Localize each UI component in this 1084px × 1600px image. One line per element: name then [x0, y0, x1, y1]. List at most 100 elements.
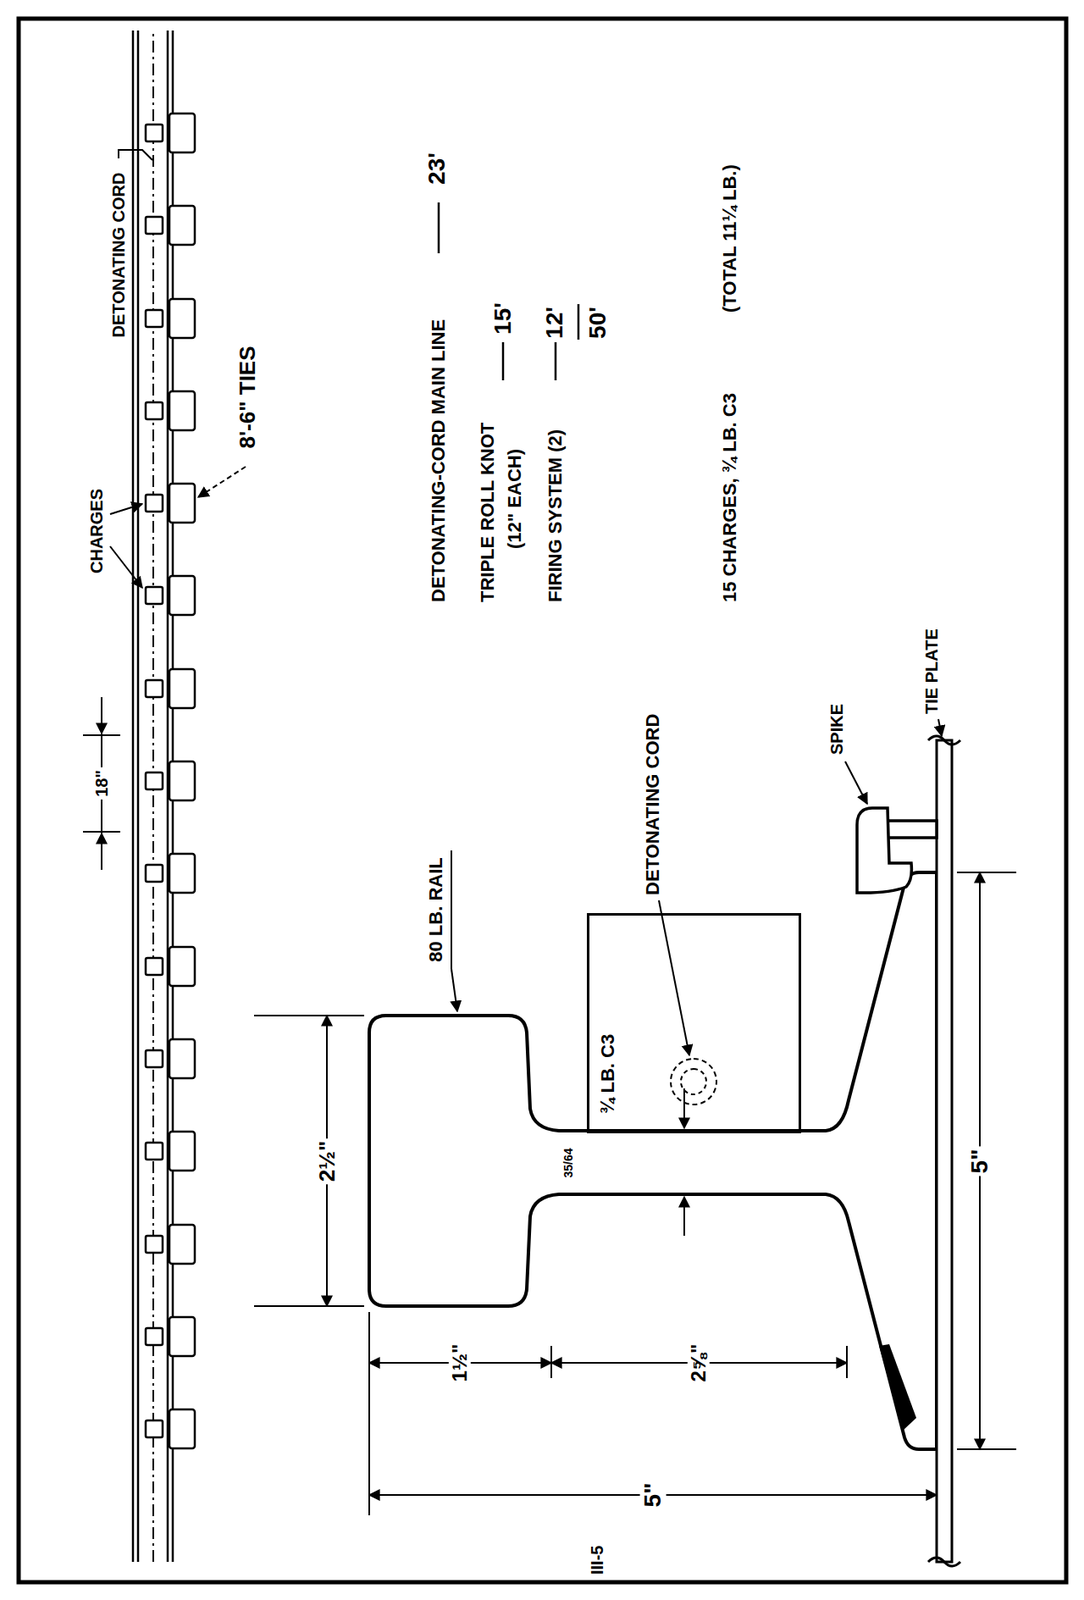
page-frame	[18, 18, 1067, 1582]
cord-section	[670, 1058, 717, 1105]
track-leaders-part	[110, 546, 143, 588]
ties-part	[169, 1131, 195, 1171]
charge-summary: 15 CHARGES, ¾ LB. C3	[719, 392, 741, 603]
section-leaders-part	[938, 718, 942, 736]
charge-label: ¾ LB. C3	[597, 1034, 619, 1114]
track-charges-part	[145, 1050, 163, 1068]
ties-label: 8'-6" TIES	[235, 345, 260, 448]
ties-part	[169, 1224, 195, 1264]
page-frame-part	[18, 18, 1067, 1582]
table-rules	[438, 202, 579, 381]
tie-plate	[928, 735, 961, 1566]
web-thickness-label: 35/64	[562, 1144, 576, 1180]
dimension-lines	[254, 872, 1017, 1516]
table-rules-part	[554, 342, 558, 381]
track-leaders	[110, 149, 246, 588]
track-charges-part	[145, 1420, 163, 1438]
ties	[169, 113, 195, 1449]
table-item: TRIPLE ROLL KNOT	[477, 422, 498, 603]
charge-block: ¾ LB. C3	[586, 912, 802, 1134]
table-rules-part	[437, 202, 441, 254]
tie-plate-part	[928, 735, 961, 745]
track-plan-part	[132, 30, 135, 1562]
track-charges-part	[145, 216, 163, 234]
rail-section-part	[369, 872, 937, 1450]
dimension-label: 5"	[967, 1146, 994, 1177]
section-leaders-part	[658, 900, 690, 1056]
section-leaders-part	[845, 761, 868, 804]
track-plan-part	[137, 30, 140, 1562]
track-charges-part	[145, 957, 163, 975]
table-rules-part	[577, 304, 581, 340]
tie-plate-label: TIE PLATE	[922, 628, 941, 714]
section-leaders-part	[451, 968, 458, 1012]
table-item-note: (12" EACH)	[504, 448, 526, 549]
dimension-label: 2⅝"	[687, 1341, 710, 1385]
rail-smudge-part	[879, 1343, 917, 1431]
track-leaders-part	[198, 466, 246, 498]
table-value: 15'	[490, 302, 517, 335]
dimension-label: 5"	[640, 1480, 667, 1510]
charge-total: (TOTAL 11¼ LB.)	[719, 164, 741, 313]
ties-part	[169, 1409, 195, 1449]
track-charges-part	[145, 124, 163, 142]
track-charges-part	[145, 1327, 163, 1345]
table-total: 50'	[585, 306, 612, 339]
dimension-lines-part	[683, 1196, 686, 1236]
dimension-lines-part	[254, 1305, 365, 1307]
tie-plate-part	[928, 1557, 961, 1566]
dimension-label: 1½"	[448, 1341, 471, 1385]
dimension-label: 2½"	[315, 1138, 340, 1184]
tie-plate-part	[936, 740, 952, 1562]
section-leaders	[451, 718, 942, 1056]
spike	[857, 807, 937, 893]
table-rules-part	[502, 342, 505, 381]
track-leaders-part	[118, 149, 153, 161]
cord-label: DETONATING CORD	[109, 172, 128, 338]
table-item: FIRING SYSTEM (2)	[545, 429, 566, 603]
ties-part	[169, 205, 195, 245]
page-number: III-5	[587, 1545, 607, 1575]
track-charges-part	[145, 402, 163, 420]
track-charges-part	[145, 680, 163, 697]
track-charges-part	[145, 864, 163, 882]
cord-section-part	[670, 1058, 717, 1105]
dimension-lines-part	[368, 1311, 371, 1516]
dimension-lines-part	[956, 1448, 1017, 1450]
track-charges-part	[145, 1142, 163, 1160]
spike-label: SPIKE	[827, 703, 847, 755]
dimension-lines-part	[254, 1014, 365, 1017]
ties-part	[169, 298, 195, 338]
spacing-dimension-label: 18"	[92, 767, 111, 800]
dimension-lines-part	[935, 1451, 938, 1516]
table-item: DETONATING-CORD MAIN LINE	[428, 319, 449, 603]
dimension-lines-part	[683, 1088, 686, 1129]
track-charges-part	[145, 309, 163, 327]
ties-part	[169, 483, 195, 523]
ties-part	[169, 853, 195, 893]
spacing-dimension-part	[100, 833, 103, 870]
charges-label: CHARGES	[87, 488, 106, 574]
rail-section	[369, 872, 937, 1450]
ties-part	[169, 761, 195, 801]
ties-part	[169, 575, 195, 615]
track-leaders-part	[110, 503, 143, 515]
spike-part	[857, 807, 912, 893]
ties-part	[169, 1039, 195, 1079]
ties-part	[169, 669, 195, 708]
dimension-lines-part	[956, 871, 1017, 874]
track-charges-part	[145, 494, 163, 512]
section-leaders-part	[450, 850, 453, 969]
track-charges-part	[145, 586, 163, 604]
track-charges	[145, 124, 163, 1438]
ties-part	[169, 1316, 195, 1356]
spike-part	[887, 820, 937, 838]
ties-part	[169, 946, 195, 986]
table-value: 12'	[542, 306, 569, 339]
spacing-dimension	[82, 696, 121, 870]
ties-part	[169, 113, 195, 153]
table-value: 23'	[424, 152, 451, 185]
ties-part	[169, 391, 195, 431]
